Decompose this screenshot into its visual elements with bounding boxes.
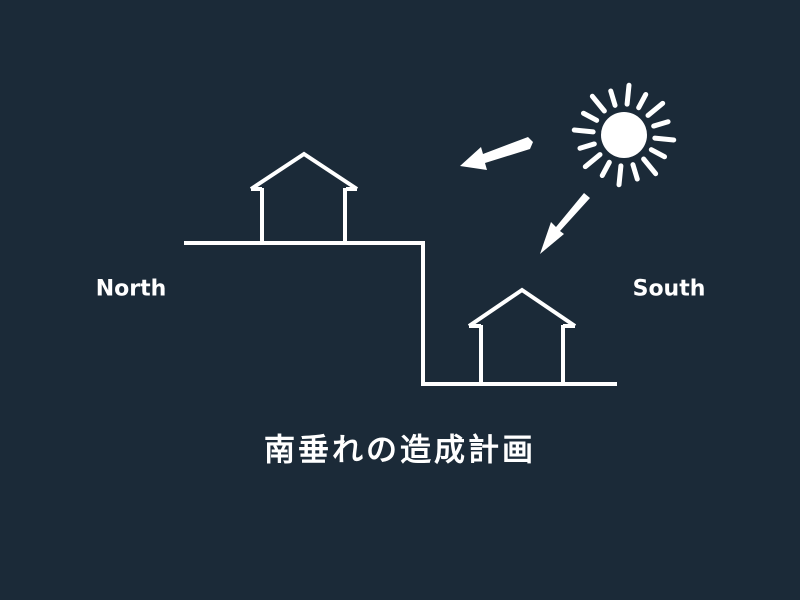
sun-ray [651, 119, 671, 129]
sunlight-arrow-icon [460, 137, 533, 170]
sun-ray [582, 152, 603, 170]
south-house-icon [467, 287, 577, 384]
sun-ray [636, 91, 649, 111]
sun-ray [580, 110, 600, 123]
sun-ray [641, 156, 659, 177]
sun-ray [599, 159, 612, 179]
sun-ray [645, 100, 666, 118]
sun-ray [608, 88, 618, 108]
sun-ray [589, 93, 607, 114]
sun-ray [648, 147, 668, 160]
sun-ray [616, 163, 624, 188]
north-label: North [95, 276, 167, 302]
sun-ray [652, 135, 677, 143]
south-label: South [632, 276, 706, 302]
north-house-icon [249, 151, 359, 243]
sun-ray [577, 141, 597, 151]
sun-icon [571, 82, 677, 188]
ground-profile [184, 241, 617, 386]
sun-ray [630, 162, 640, 182]
diagram-title: 南垂れの造成計画 [264, 432, 536, 469]
sun-ray [624, 82, 632, 107]
sun-ray [571, 127, 596, 135]
sunlight-arrow-icon [540, 193, 590, 254]
